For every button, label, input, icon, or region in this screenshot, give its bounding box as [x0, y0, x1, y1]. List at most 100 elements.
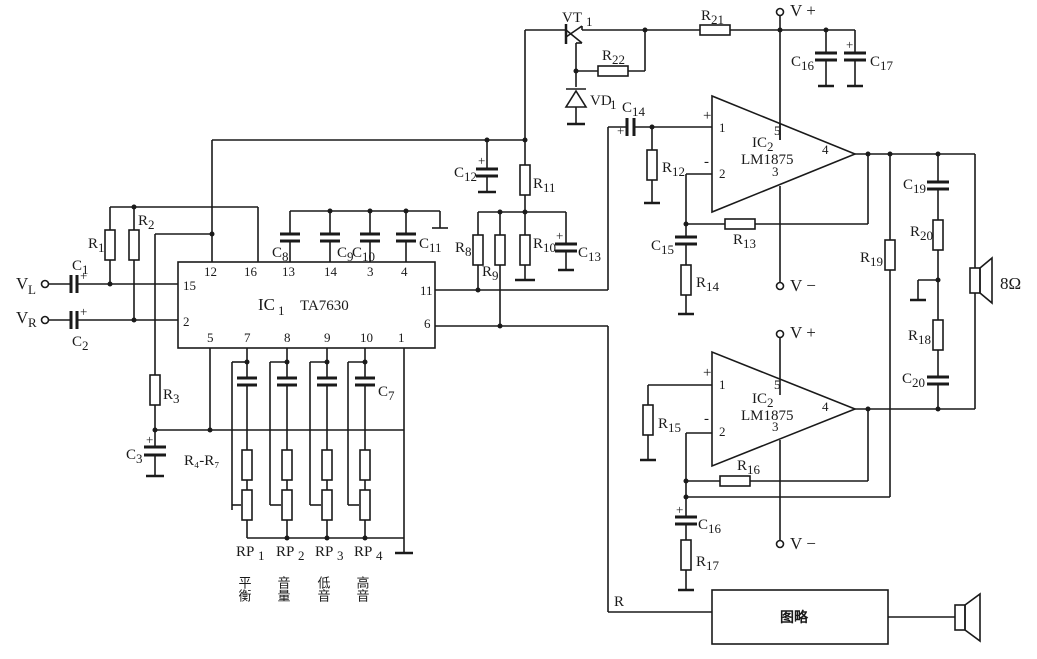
svg-text:2: 2 [719, 166, 726, 181]
svg-text:C: C [622, 100, 632, 116]
svg-text:19: 19 [870, 254, 883, 269]
ic1-pin-4: 4 [401, 264, 408, 279]
svg-text:17: 17 [880, 58, 894, 73]
r1-r2: R 1 R 2 [88, 204, 259, 323]
svg-text:R: R [533, 236, 543, 252]
ic1-pin-7: 7 [244, 330, 251, 345]
svg-text:V +: V + [790, 1, 816, 20]
svg-text:V −: V − [790, 534, 816, 553]
ic1-sub: 1 [278, 303, 285, 318]
svg-text:4: 4 [822, 142, 829, 157]
svg-text:7: 7 [388, 388, 395, 403]
right-channel-block: 图略 [711, 589, 981, 645]
svg-text:3: 3 [772, 164, 779, 179]
svg-text:RP: RP [236, 544, 254, 560]
svg-text:14: 14 [706, 279, 720, 294]
svg-text:2: 2 [298, 548, 305, 563]
ic2a-amplifier: + - 1 2 5 3 4 IC 2 LM1875 V − + C 14 R 1… [607, 94, 975, 316]
svg-text:20: 20 [920, 228, 933, 243]
svg-text:C: C [454, 165, 464, 181]
svg-text:17: 17 [706, 558, 720, 573]
svg-text:3: 3 [173, 391, 180, 406]
ic1-name: IC [258, 295, 275, 314]
svg-text:2: 2 [148, 217, 155, 232]
svg-text:4: 4 [376, 548, 383, 563]
input-left: V L + C 1 [16, 258, 178, 297]
svg-text:R: R [662, 160, 672, 176]
ic1-part: TA7630 [300, 298, 349, 314]
svg-text:C: C [126, 447, 136, 463]
svg-text:1: 1 [258, 548, 265, 563]
svg-text:5: 5 [774, 123, 781, 138]
svg-text:9: 9 [347, 249, 354, 264]
speaker-8ohm: 8Ω [969, 256, 1021, 305]
svg-text:R: R [860, 250, 870, 266]
svg-text:C: C [419, 236, 429, 252]
svg-text:2: 2 [767, 395, 774, 410]
svg-text:R: R [737, 458, 747, 474]
svg-text:5: 5 [774, 377, 781, 392]
svg-text:3: 3 [136, 451, 143, 466]
svg-text:3: 3 [337, 548, 344, 563]
svg-text:+: + [676, 502, 683, 517]
ic1-pin-1: 1 [398, 330, 405, 345]
svg-text:8: 8 [465, 244, 472, 259]
svg-text:+: + [617, 123, 624, 138]
ic1-pin-14: 14 [324, 264, 338, 279]
svg-text:R: R [455, 240, 465, 256]
svg-text:10: 10 [543, 240, 556, 255]
svg-text:22: 22 [612, 52, 625, 67]
svg-text:R: R [28, 315, 37, 330]
svg-text:4: 4 [822, 399, 829, 414]
svg-text:-: - [704, 154, 709, 170]
svg-text:R: R [910, 224, 920, 240]
output-network: R 19 C 19 R 20 R 18 C 20 [860, 154, 976, 409]
svg-text:LM1875: LM1875 [741, 408, 794, 424]
svg-text:2: 2 [719, 424, 726, 439]
svg-text:1: 1 [98, 240, 105, 255]
svg-text:C: C [651, 238, 661, 254]
svg-text:3: 3 [772, 419, 779, 434]
svg-text:9: 9 [492, 268, 499, 283]
ic1-pin-10: 10 [360, 330, 373, 345]
svg-text:R: R [733, 232, 743, 248]
svg-text:20: 20 [912, 375, 925, 390]
mid-network: R + + C 12 R 11 R 8 R [435, 137, 712, 613]
svg-text:C: C [791, 54, 801, 70]
svg-text:R: R [658, 416, 668, 432]
svg-text:16: 16 [708, 521, 722, 536]
svg-text:C: C [698, 517, 708, 533]
svg-text:R: R [163, 387, 173, 403]
input-right: V R + C 2 [16, 304, 178, 353]
ic1-pin-6: 6 [424, 316, 431, 331]
svg-text:V +: V + [790, 323, 816, 342]
svg-text:C: C [72, 334, 82, 350]
svg-text:19: 19 [913, 181, 926, 196]
svg-text:R: R [482, 264, 492, 280]
svg-text:15: 15 [668, 420, 681, 435]
svg-text:VD: VD [590, 93, 612, 109]
ic1-pin-8: 8 [284, 330, 291, 345]
svg-text:1: 1 [719, 120, 726, 135]
ic1-pin-2: 2 [183, 314, 190, 329]
svg-text:R: R [614, 594, 624, 610]
bottom-controls: C 7 R₄ [184, 348, 413, 602]
svg-text:+: + [478, 153, 485, 168]
svg-text:C: C [902, 371, 912, 387]
svg-text:RP: RP [276, 544, 294, 560]
svg-text:L: L [28, 282, 36, 297]
svg-text:C: C [72, 258, 82, 274]
svg-text:平衡: 平衡 [236, 576, 252, 602]
svg-text:R₄-R₇: R₄-R₇ [184, 453, 219, 469]
svg-text:12: 12 [464, 169, 477, 184]
svg-text:R: R [701, 8, 711, 24]
svg-text:R: R [908, 328, 918, 344]
svg-text:+: + [846, 37, 853, 52]
power-reg: + VT 1 VD 1 R 21 R 22 V + C 16 C 17 [524, 1, 894, 140]
svg-text:+: + [703, 365, 711, 381]
svg-text:R: R [602, 48, 612, 64]
svg-text:18: 18 [918, 332, 931, 347]
svg-text:R: R [88, 236, 98, 252]
svg-text:低音: 低音 [315, 576, 331, 602]
svg-text:高音: 高音 [354, 575, 370, 602]
